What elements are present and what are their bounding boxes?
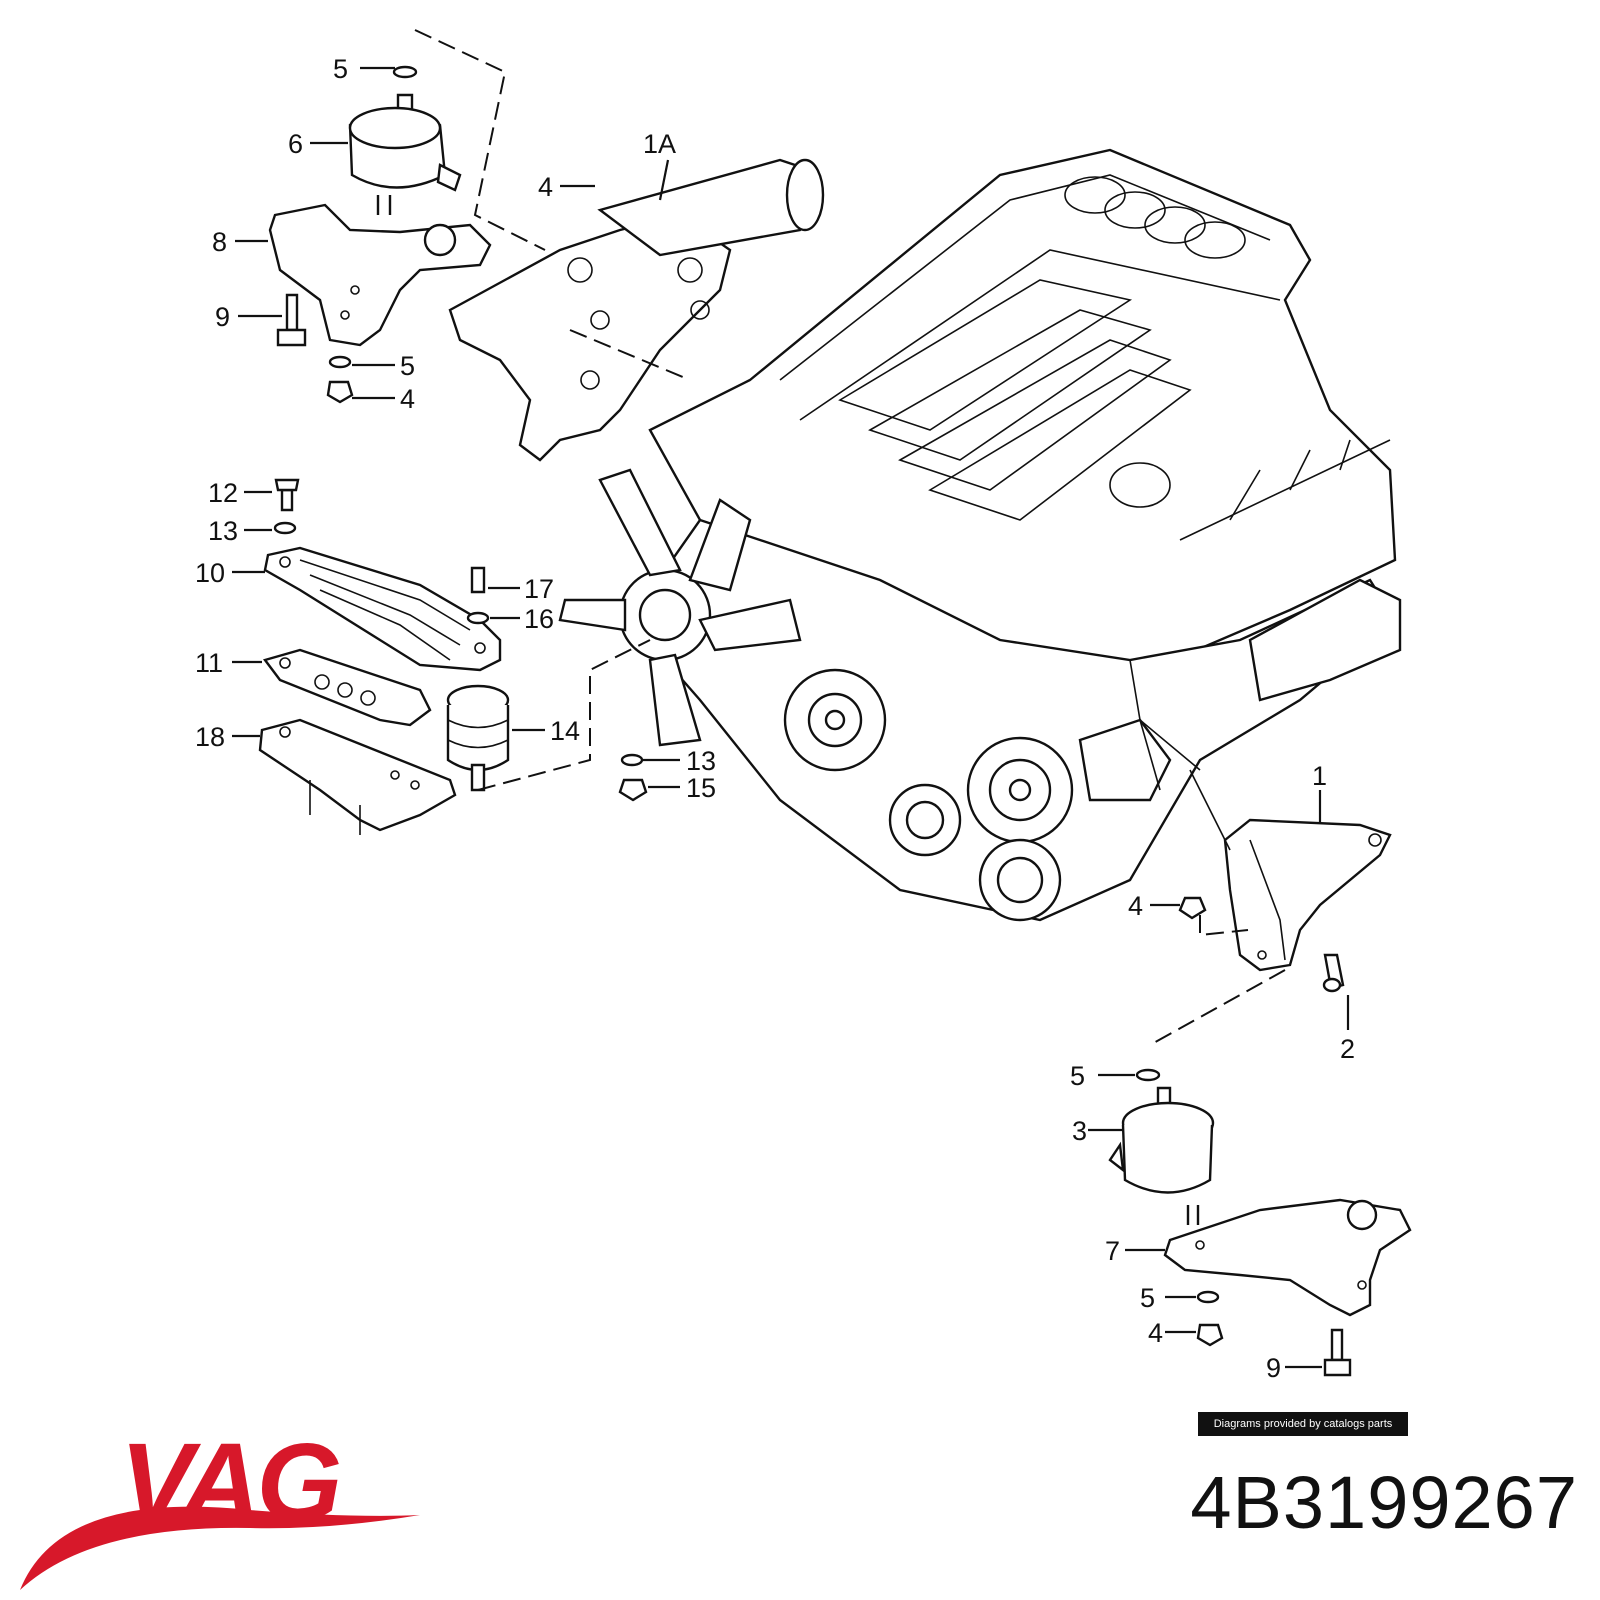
callout-4: 4 (1128, 891, 1143, 921)
vag-logo-swoosh (20, 1506, 420, 1590)
callout-5: 5 (400, 351, 415, 381)
callout-4: 4 (538, 172, 553, 202)
callout-16: 16 (524, 604, 554, 634)
callout-11: 11 (195, 648, 223, 678)
callout-1a: 1A (643, 129, 676, 159)
callout-13: 13 (686, 746, 716, 776)
front-mount-assembly (258, 478, 648, 835)
vag-logo: VAG (20, 1430, 420, 1590)
lower-mount-assembly (1108, 1068, 1412, 1377)
callout-2: 2 (1340, 1034, 1355, 1064)
callout-labels: 5 6 1A 4 8 9 5 4 12 13 10 17 16 11 14 18… (195, 54, 1355, 1383)
callout-5: 5 (1140, 1283, 1155, 1313)
callout-13: 13 (208, 516, 238, 546)
callout-4: 4 (1148, 1318, 1163, 1348)
callout-15: 15 (686, 773, 716, 803)
callout-9: 9 (215, 302, 230, 332)
callout-3: 3 (1072, 1116, 1087, 1146)
callout-18: 18 (195, 722, 225, 752)
callout-7: 7 (1105, 1236, 1120, 1266)
right-bracket-assembly (1178, 818, 1392, 993)
diagram-credit: Diagrams provided by catalogs parts (1198, 1412, 1408, 1436)
engine-illustration (448, 148, 1402, 922)
callout-5: 5 (1070, 1061, 1085, 1091)
callout-1: 1 (1312, 761, 1327, 791)
callout-5: 5 (333, 54, 348, 84)
callout-10: 10 (195, 558, 225, 588)
callout-12: 12 (208, 478, 238, 508)
part-number: 4B3199267 (1190, 1461, 1578, 1544)
callout-14: 14 (550, 716, 580, 746)
callout-4: 4 (400, 384, 415, 414)
assembly-links (414, 29, 1286, 1046)
callout-8: 8 (212, 227, 227, 257)
leader-lines (232, 66, 1350, 1369)
callout-17: 17 (524, 574, 554, 604)
upper-mount-assembly (268, 65, 492, 404)
callout-6: 6 (288, 129, 303, 159)
callout-9: 9 (1266, 1353, 1281, 1383)
